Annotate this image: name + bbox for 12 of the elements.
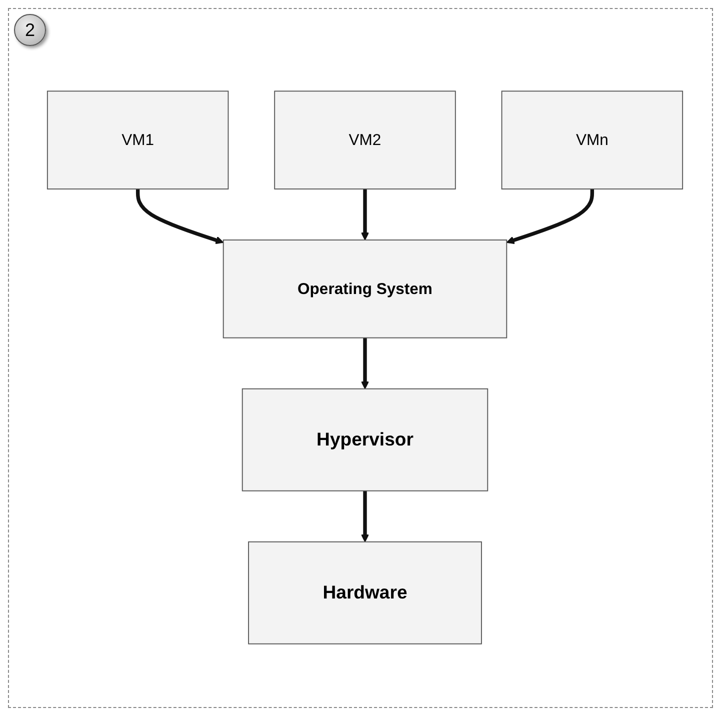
arrow xyxy=(136,188,224,244)
arrow xyxy=(360,338,370,390)
node-box: VM2 xyxy=(274,90,456,190)
callout-number: 2 xyxy=(14,14,46,46)
arrow xyxy=(360,490,370,542)
node-box: VMn xyxy=(501,90,684,190)
arrow xyxy=(360,188,370,240)
node-box: Hypervisor xyxy=(242,388,488,492)
node-box: VM1 xyxy=(46,90,229,190)
node-box: Operating System xyxy=(222,240,508,338)
arrow xyxy=(506,188,594,244)
node-box: Hardware xyxy=(248,541,482,644)
